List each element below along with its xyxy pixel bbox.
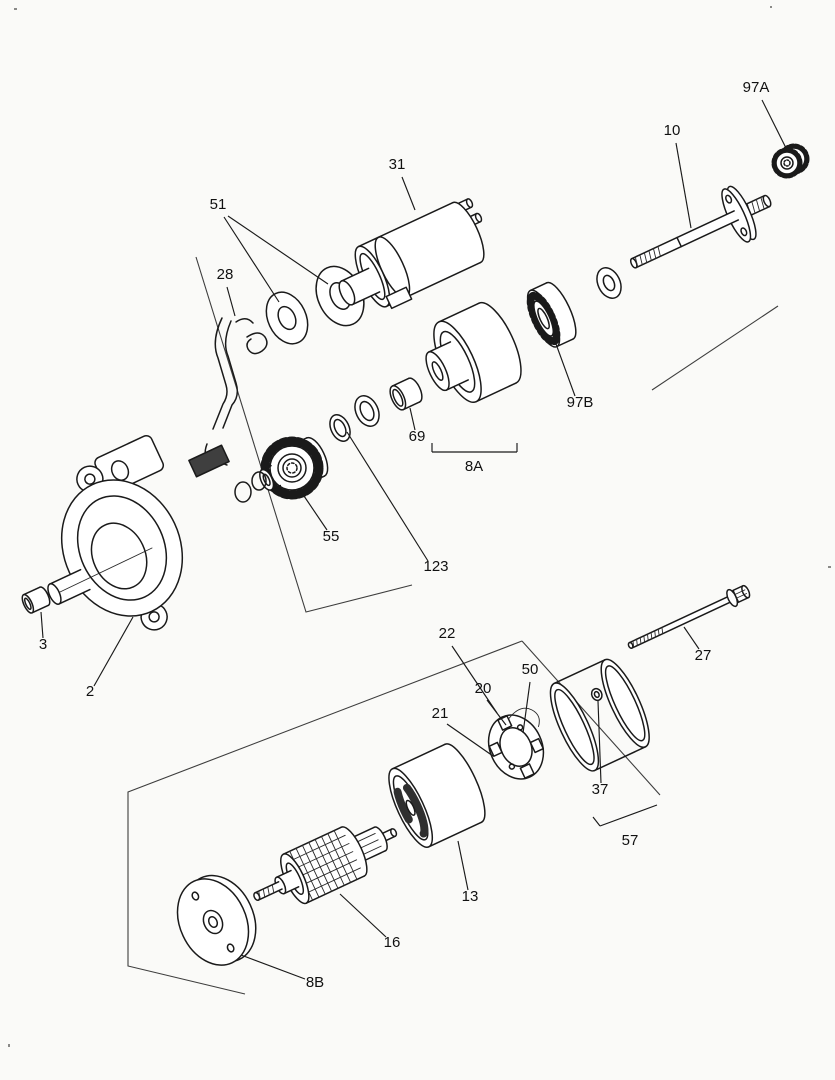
- callout-label-55: 55: [323, 528, 340, 545]
- leader-line-69: [409, 407, 416, 431]
- callout-label-97B: 97B: [567, 394, 594, 411]
- callout-label-21: 21: [432, 705, 449, 722]
- part-brush-plate: [487, 707, 545, 780]
- callout-label-37: 37: [592, 781, 609, 798]
- leader-line-51: [223, 216, 280, 303]
- scan-artifacts: [8, 6, 831, 1047]
- callout-label-3: 3: [39, 636, 47, 653]
- part-sleeve-bushing: [389, 377, 423, 411]
- leader-line-3: [40, 611, 44, 639]
- callout-label-22: 22: [439, 625, 456, 642]
- part-bushing: [21, 586, 51, 614]
- part-field-frame: [388, 743, 486, 848]
- leader-line-51: [227, 215, 329, 285]
- part-washer-front: [265, 291, 309, 345]
- callout-label-27: 27: [695, 647, 712, 664]
- callout-label-69: 69: [409, 428, 426, 445]
- leader-line-31: [401, 176, 416, 211]
- leader-line-123: [346, 431, 429, 562]
- leader-line-57: [599, 804, 658, 827]
- leader-line-37: [597, 700, 602, 784]
- part-armature: [253, 826, 398, 905]
- leader-line-28: [226, 286, 236, 317]
- part-bearing: [526, 281, 577, 348]
- leader-line-13: [457, 840, 469, 891]
- part-shaft-washer: [596, 267, 622, 299]
- callouts-layer: 97A1031512897B698A5512332222720502137571…: [39, 79, 787, 991]
- callout-label-16: 16: [384, 934, 401, 951]
- leader-line-8B: [240, 954, 306, 980]
- callout-label-10: 10: [664, 122, 681, 139]
- callout-label-8A: 8A: [465, 458, 483, 475]
- part-thrust-washers: [265, 265, 365, 345]
- leader-line-21: [446, 723, 494, 757]
- leader-line-55: [303, 495, 328, 531]
- callout-label-13: 13: [462, 888, 479, 905]
- callout-label-8B: 8B: [306, 974, 324, 991]
- part-solenoid: [338, 198, 485, 310]
- callout-label-97A: 97A: [743, 79, 770, 96]
- part-drive-gear: [771, 143, 810, 179]
- part-end-plate: [176, 874, 257, 966]
- leader-line-16: [339, 893, 387, 938]
- callout-label-2: 2: [86, 683, 94, 700]
- callout-label-123: 123: [423, 558, 448, 575]
- phantom-boundary-lines: [127, 256, 779, 995]
- part-retainer-rings: [329, 395, 380, 442]
- callout-label-57: 57: [622, 832, 639, 849]
- part-armature-shaft: [629, 185, 772, 269]
- part-drive-end-housing: [47, 434, 184, 631]
- part-snap-rings: [234, 471, 267, 503]
- callout-label-28: 28: [217, 266, 234, 283]
- callout-label-31: 31: [389, 156, 406, 173]
- part-clutch-drum: [425, 301, 522, 403]
- leader-line-97B: [555, 343, 576, 397]
- leader-line-27: [683, 626, 700, 650]
- callout-label-51: 51: [210, 196, 227, 213]
- leader-line-10: [675, 142, 692, 229]
- leader-line-50: [522, 681, 531, 734]
- leader-line-57: [592, 816, 601, 827]
- leader-line-20: [486, 699, 507, 726]
- leader-line-97A: [761, 99, 787, 149]
- leader-line-22: [451, 645, 498, 714]
- part-drive-pinion: [259, 436, 329, 500]
- part-through-bolt: [627, 584, 751, 649]
- callout-label-20: 20: [475, 680, 492, 697]
- leader-line-2: [93, 616, 134, 687]
- part-yoke-frame: [549, 658, 650, 772]
- callout-label-50: 50: [522, 661, 539, 678]
- part-shift-lever-spring: [188, 317, 268, 478]
